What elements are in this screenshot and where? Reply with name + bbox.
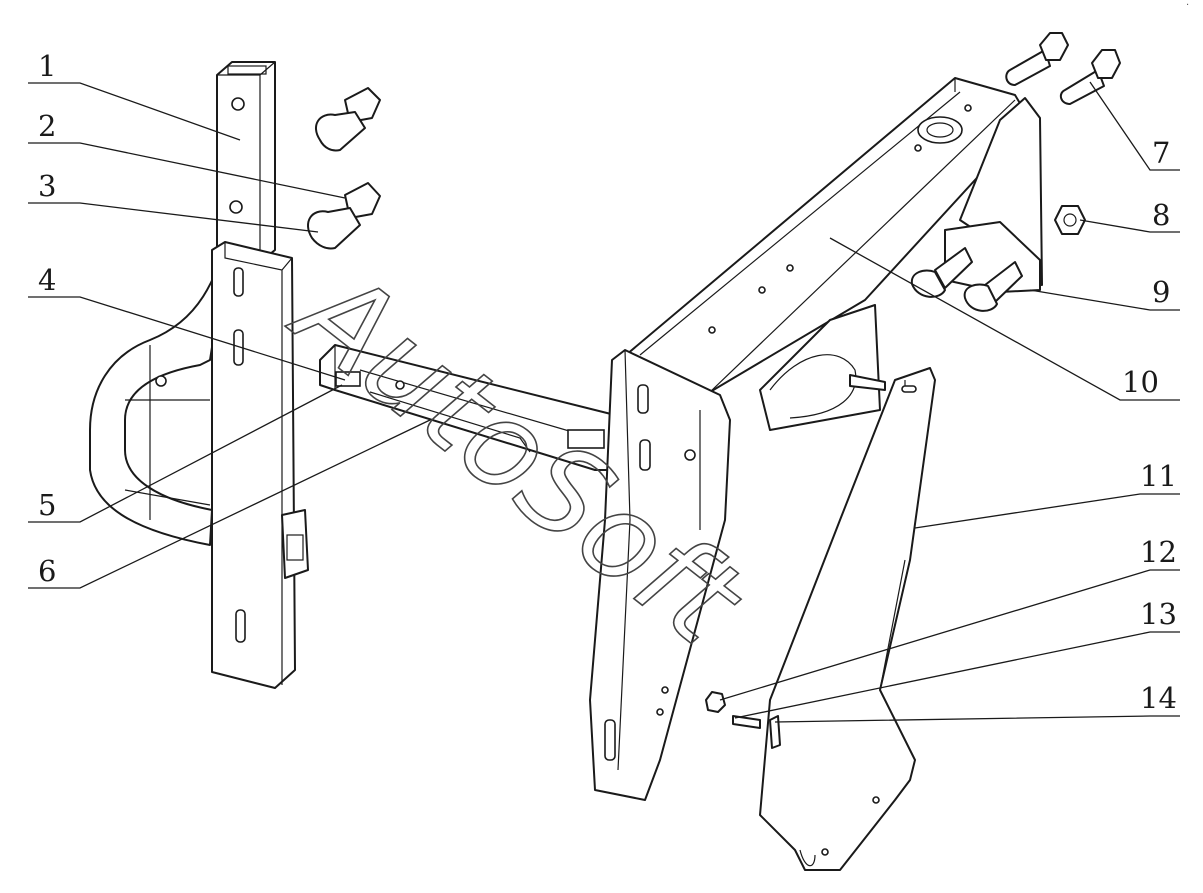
- callout-6: 6: [38, 554, 56, 588]
- post-pin: [155, 375, 167, 387]
- callout-5: 5: [38, 488, 56, 522]
- socket-opening: [286, 534, 304, 561]
- left-upright-assembly: [89, 61, 381, 689]
- beam-boss-inner: [926, 122, 954, 138]
- beam-hole-5: [708, 326, 716, 334]
- shield-hole-1: [872, 796, 880, 804]
- bolt-upper: [315, 87, 381, 152]
- callout-8: 8: [1152, 198, 1170, 232]
- callout-9: 9: [1152, 275, 1170, 309]
- tube-opening: [227, 65, 267, 75]
- channel-post-edge: [224, 242, 293, 685]
- callout-7: 7: [1152, 136, 1170, 170]
- carriage-bolt-3: [307, 207, 361, 250]
- upper-square-tube: [216, 61, 276, 263]
- callout-13: 13: [1140, 597, 1177, 631]
- beam-hole-4: [758, 286, 766, 294]
- shield-slot: [901, 385, 917, 393]
- beam-hole-3: [786, 264, 794, 272]
- beam-boss: [917, 116, 963, 144]
- callout-4: 4: [38, 263, 56, 297]
- hanger-bracket: [759, 304, 881, 431]
- callout-14: 14: [1140, 681, 1177, 715]
- bracket-nut-left: [335, 371, 361, 387]
- square-socket: [281, 509, 309, 579]
- cross-bracket: [319, 344, 616, 471]
- callout-1: 1: [38, 49, 56, 83]
- nut-8: [1054, 205, 1086, 235]
- hanger-curve: [769, 354, 857, 419]
- callout-2: 2: [38, 109, 56, 143]
- main-beam-side: [639, 78, 1016, 393]
- shield-notch: [799, 849, 816, 867]
- bolts-7: [1005, 32, 1121, 105]
- nut-12: [705, 691, 726, 713]
- callout-11: 11: [1140, 459, 1177, 493]
- washer-13: [732, 715, 761, 729]
- slot-3: [235, 609, 246, 643]
- leader-lines: [28, 81, 1180, 723]
- nut-8-bore: [1063, 213, 1077, 227]
- beam-hole-1: [964, 104, 972, 112]
- callout-10: 10: [1122, 365, 1159, 399]
- leg-slot-3: [604, 719, 616, 761]
- slot-1: [233, 267, 244, 297]
- tube-hole-2: [229, 200, 243, 214]
- callout-12: 12: [1140, 535, 1177, 569]
- leg-hole-3: [656, 708, 664, 716]
- leg-edge: [617, 349, 701, 771]
- leg-slot-1: [637, 384, 649, 414]
- bracket-nut-right: [567, 429, 605, 449]
- leg-hole: [684, 449, 696, 461]
- u-bracket-inner: [124, 345, 211, 520]
- bracket-hole: [395, 380, 405, 390]
- leg-slot-2: [639, 439, 651, 471]
- small-screw: [849, 374, 886, 391]
- beam-hole-2: [914, 144, 922, 152]
- tube-hole-1: [231, 97, 245, 111]
- callout-3: 3: [38, 169, 56, 203]
- shield-hole-2: [821, 848, 829, 856]
- shield-plate-11: [759, 367, 936, 871]
- bolts-9-10: [910, 247, 1023, 312]
- vertical-leg: [589, 349, 731, 801]
- cross-bracket-assembly: [319, 344, 616, 471]
- screw-14: [769, 715, 781, 749]
- leg-hole-2: [661, 686, 669, 694]
- corner-mark: ·: [1186, 0, 1189, 11]
- callout-labels: 1 2 3 4 5 6 7 8 9 10 11 12 13 14: [38, 49, 1177, 715]
- upper-tube-edge: [217, 61, 276, 262]
- right-frame-assembly: [589, 77, 1043, 801]
- u-bracket: [89, 231, 231, 546]
